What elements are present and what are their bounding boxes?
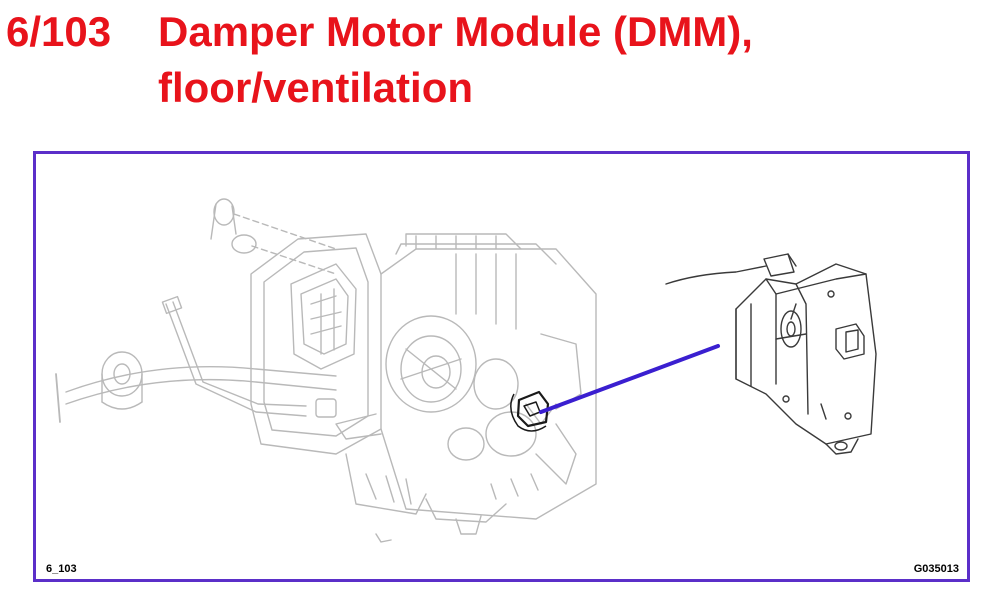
figure-code-left: 6_103 xyxy=(46,563,77,575)
pointer-line xyxy=(539,344,720,414)
diagram-frame: 6_103 G035013 xyxy=(33,151,970,582)
hvac-housing-icon xyxy=(55,198,597,543)
title-line-2: floor/ventilation xyxy=(158,64,473,111)
page-title: Damper Motor Module (DMM), floor/ventila… xyxy=(158,4,958,116)
diagram-illustration xyxy=(55,198,877,543)
title-line-1: Damper Motor Module (DMM), xyxy=(158,8,753,55)
damper-motor-icon xyxy=(665,253,877,455)
section-number: 6/103 xyxy=(6,8,112,55)
figure-code-right: G035013 xyxy=(913,563,959,575)
